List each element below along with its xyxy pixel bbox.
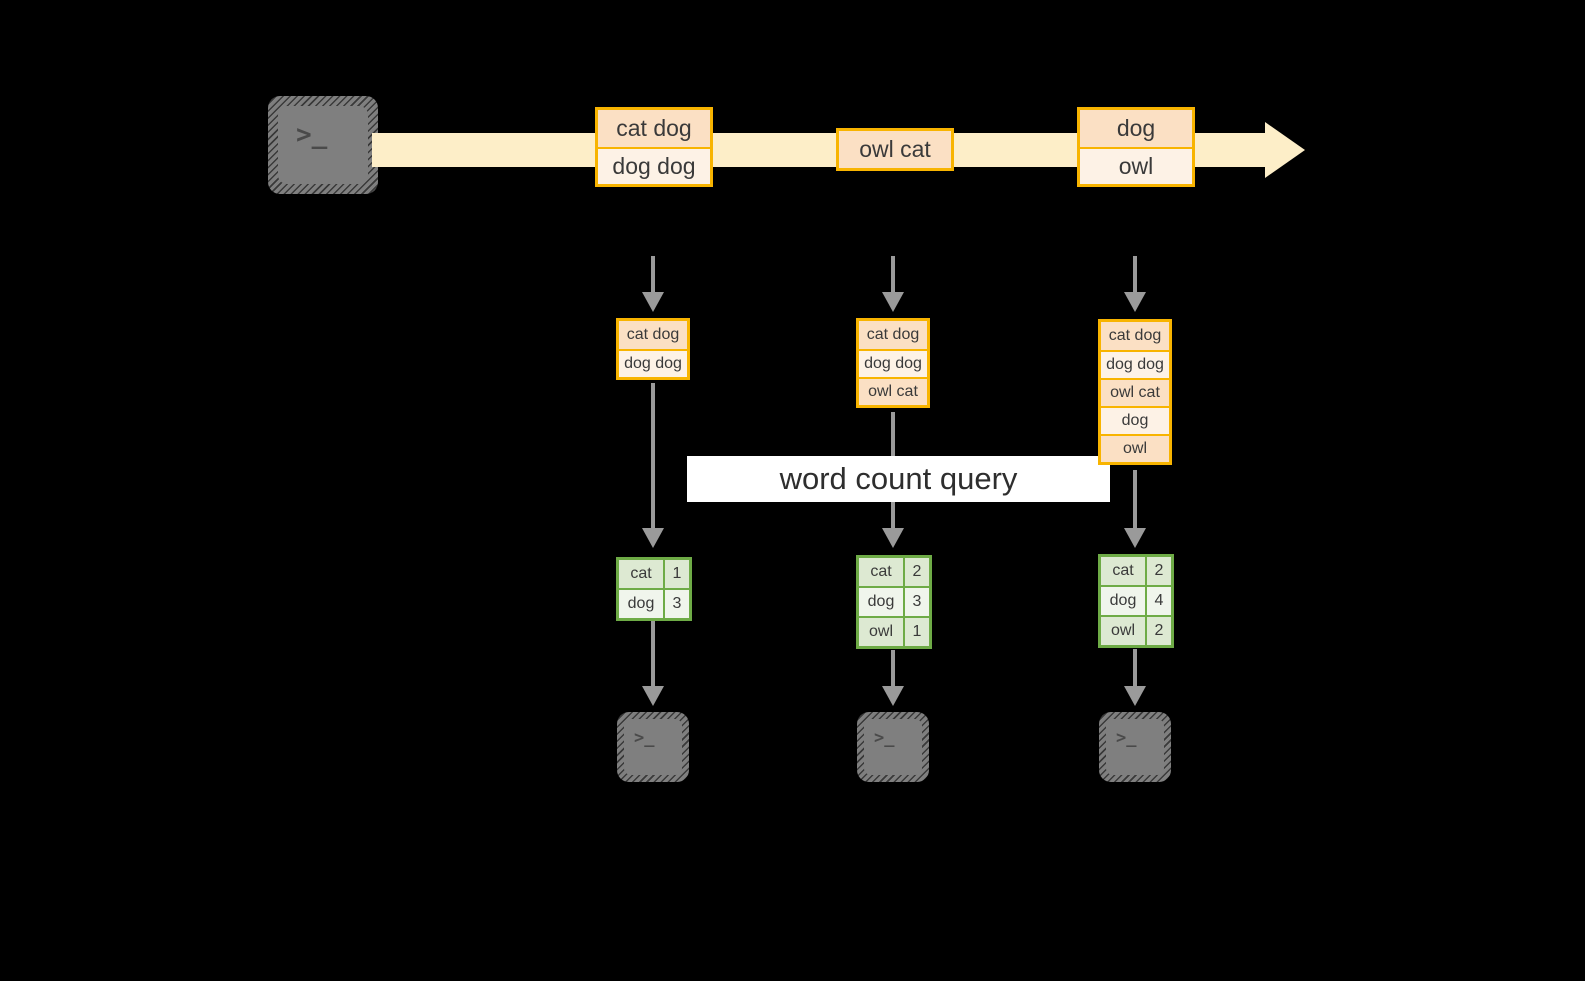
- snapshot-input-box: cat dog dog dog: [616, 318, 690, 380]
- sink-terminal-icon: >_: [857, 712, 929, 782]
- result-key: dog: [859, 588, 905, 616]
- source-terminal-icon: >_: [268, 96, 378, 194]
- stream-event-box: owl cat: [836, 128, 954, 171]
- snapshot-trigger-arrowhead: [1124, 292, 1146, 312]
- sink-connector-line: [891, 650, 895, 692]
- table-row: dog 3: [859, 586, 929, 616]
- snapshot-input-line: owl cat: [1101, 378, 1169, 406]
- result-value: 2: [1147, 557, 1171, 585]
- snapshot-input-line: dog dog: [859, 349, 927, 377]
- snapshot-input-line: cat dog: [859, 321, 927, 349]
- result-value: 1: [905, 618, 929, 646]
- stream-event-line: dog dog: [598, 147, 710, 184]
- terminal-screen: [864, 719, 922, 775]
- query-connector-arrowhead: [642, 528, 664, 548]
- result-key: owl: [859, 618, 905, 646]
- snapshot-trigger-dash: [651, 256, 655, 300]
- terminal-screen: [1106, 719, 1164, 775]
- terminal-prompt-glyph: >_: [634, 728, 655, 748]
- snapshot-input-line: owl: [1101, 434, 1169, 462]
- query-connector-line: [651, 383, 655, 536]
- table-row: dog 4: [1101, 585, 1171, 615]
- snapshot-input-line: dog dog: [619, 349, 687, 377]
- terminal-prompt-glyph: >_: [296, 120, 328, 150]
- stream-event-line: dog: [1080, 110, 1192, 147]
- result-value: 4: [1147, 587, 1171, 615]
- result-key: cat: [619, 560, 665, 588]
- snapshot-input-line: dog dog: [1101, 350, 1169, 378]
- result-key: cat: [859, 558, 905, 586]
- table-row: cat 2: [859, 558, 929, 586]
- sink-connector-arrowhead: [642, 686, 664, 706]
- terminal-prompt-glyph: >_: [874, 728, 895, 748]
- sink-terminal-icon: >_: [617, 712, 689, 782]
- terminal-prompt-glyph: >_: [1116, 728, 1137, 748]
- snapshot-input-line: owl cat: [859, 377, 927, 405]
- terminal-screen: [624, 719, 682, 775]
- sink-connector-arrowhead: [1124, 686, 1146, 706]
- snapshot-trigger-arrowhead: [882, 292, 904, 312]
- table-row: owl 1: [859, 616, 929, 646]
- query-label-text: word count query: [779, 461, 1018, 496]
- stream-event-box: dog owl: [1077, 107, 1195, 187]
- result-table: cat 2 dog 4 owl 2: [1098, 554, 1174, 648]
- table-row: cat 2: [1101, 557, 1171, 585]
- result-key: dog: [619, 590, 665, 618]
- sink-connector-line: [1133, 649, 1137, 692]
- table-row: cat 1: [619, 560, 689, 588]
- query-connector-line: [1133, 470, 1137, 536]
- result-key: dog: [1101, 587, 1147, 615]
- query-label: word count query: [687, 456, 1110, 502]
- table-row: owl 2: [1101, 615, 1171, 645]
- sink-connector-line: [651, 620, 655, 692]
- result-value: 2: [1147, 617, 1171, 645]
- query-connector-arrowhead: [1124, 528, 1146, 548]
- snapshot-trigger-dash: [891, 256, 895, 300]
- stream-event-line: owl cat: [839, 131, 951, 168]
- result-table: cat 2 dog 3 owl 1: [856, 555, 932, 649]
- result-value: 2: [905, 558, 929, 586]
- snapshot-input-line: cat dog: [1101, 322, 1169, 350]
- stream-arrow-head: [1265, 122, 1305, 178]
- result-key: cat: [1101, 557, 1147, 585]
- result-table: cat 1 dog 3: [616, 557, 692, 621]
- result-value: 3: [905, 588, 929, 616]
- sink-terminal-icon: >_: [1099, 712, 1171, 782]
- snapshot-input-box: cat dog dog dog owl cat dog owl: [1098, 319, 1172, 465]
- result-key: owl: [1101, 617, 1147, 645]
- snapshot-input-box: cat dog dog dog owl cat: [856, 318, 930, 408]
- sink-connector-arrowhead: [882, 686, 904, 706]
- stream-event-line: cat dog: [598, 110, 710, 147]
- snapshot-trigger-arrowhead: [642, 292, 664, 312]
- query-connector-arrowhead: [882, 528, 904, 548]
- result-value: 1: [665, 560, 689, 588]
- stream-event-box: cat dog dog dog: [595, 107, 713, 187]
- snapshot-input-line: dog: [1101, 406, 1169, 434]
- snapshot-input-line: cat dog: [619, 321, 687, 349]
- stream-event-line: owl: [1080, 147, 1192, 184]
- terminal-screen: [278, 106, 368, 184]
- result-value: 3: [665, 590, 689, 618]
- table-row: dog 3: [619, 588, 689, 618]
- snapshot-trigger-dash: [1133, 256, 1137, 300]
